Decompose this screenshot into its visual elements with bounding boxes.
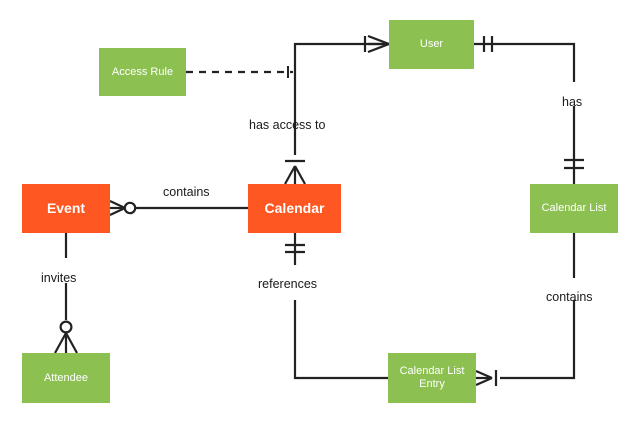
edge-label-invites: invites bbox=[41, 271, 77, 285]
connector-user-calendarlist bbox=[474, 42, 576, 82]
edge-label-contains-list-entry: contains bbox=[546, 290, 593, 304]
marker-circle-attendee-top bbox=[59, 320, 73, 334]
marker-crowsfoot-user-left bbox=[367, 34, 390, 54]
edge-label-references: references bbox=[258, 277, 318, 291]
entity-event[interactable]: Event bbox=[22, 184, 110, 233]
entity-label: Attendee bbox=[43, 371, 89, 384]
edge-label-contains-event-calendar: contains bbox=[163, 185, 210, 199]
entity-label: Access Rule bbox=[111, 65, 174, 78]
edge-label-has: has bbox=[562, 95, 583, 109]
marker-crowsfoot-calendar-top bbox=[284, 165, 306, 185]
marker-crowsfoot-entry-right bbox=[475, 369, 493, 387]
entity-label-line2: Entry bbox=[419, 378, 445, 390]
marker-circle-event-right bbox=[123, 201, 137, 215]
entity-calendar-list[interactable]: Calendar List bbox=[530, 184, 618, 233]
entity-user[interactable]: User bbox=[389, 20, 474, 69]
edge-label-has-access-to: has access to bbox=[249, 118, 326, 132]
entity-label: Calendar List bbox=[541, 202, 607, 215]
entity-label: Event bbox=[46, 200, 86, 217]
entity-label: Calendar bbox=[264, 200, 325, 217]
entity-label: User bbox=[419, 38, 444, 51]
entity-attendee[interactable]: Attendee bbox=[22, 353, 110, 403]
entity-calendar[interactable]: Calendar bbox=[248, 184, 341, 233]
entity-access-rule[interactable]: Access Rule bbox=[99, 48, 186, 96]
entity-label-line1: Calendar List bbox=[399, 365, 465, 378]
connector-user-calendar bbox=[293, 42, 389, 155]
connector-calendarlist-entry bbox=[500, 300, 576, 380]
marker-crowsfoot-event-right bbox=[109, 200, 126, 216]
connector-references-to-entry bbox=[293, 300, 388, 380]
marker-crowsfoot-attendee-top bbox=[54, 332, 78, 354]
